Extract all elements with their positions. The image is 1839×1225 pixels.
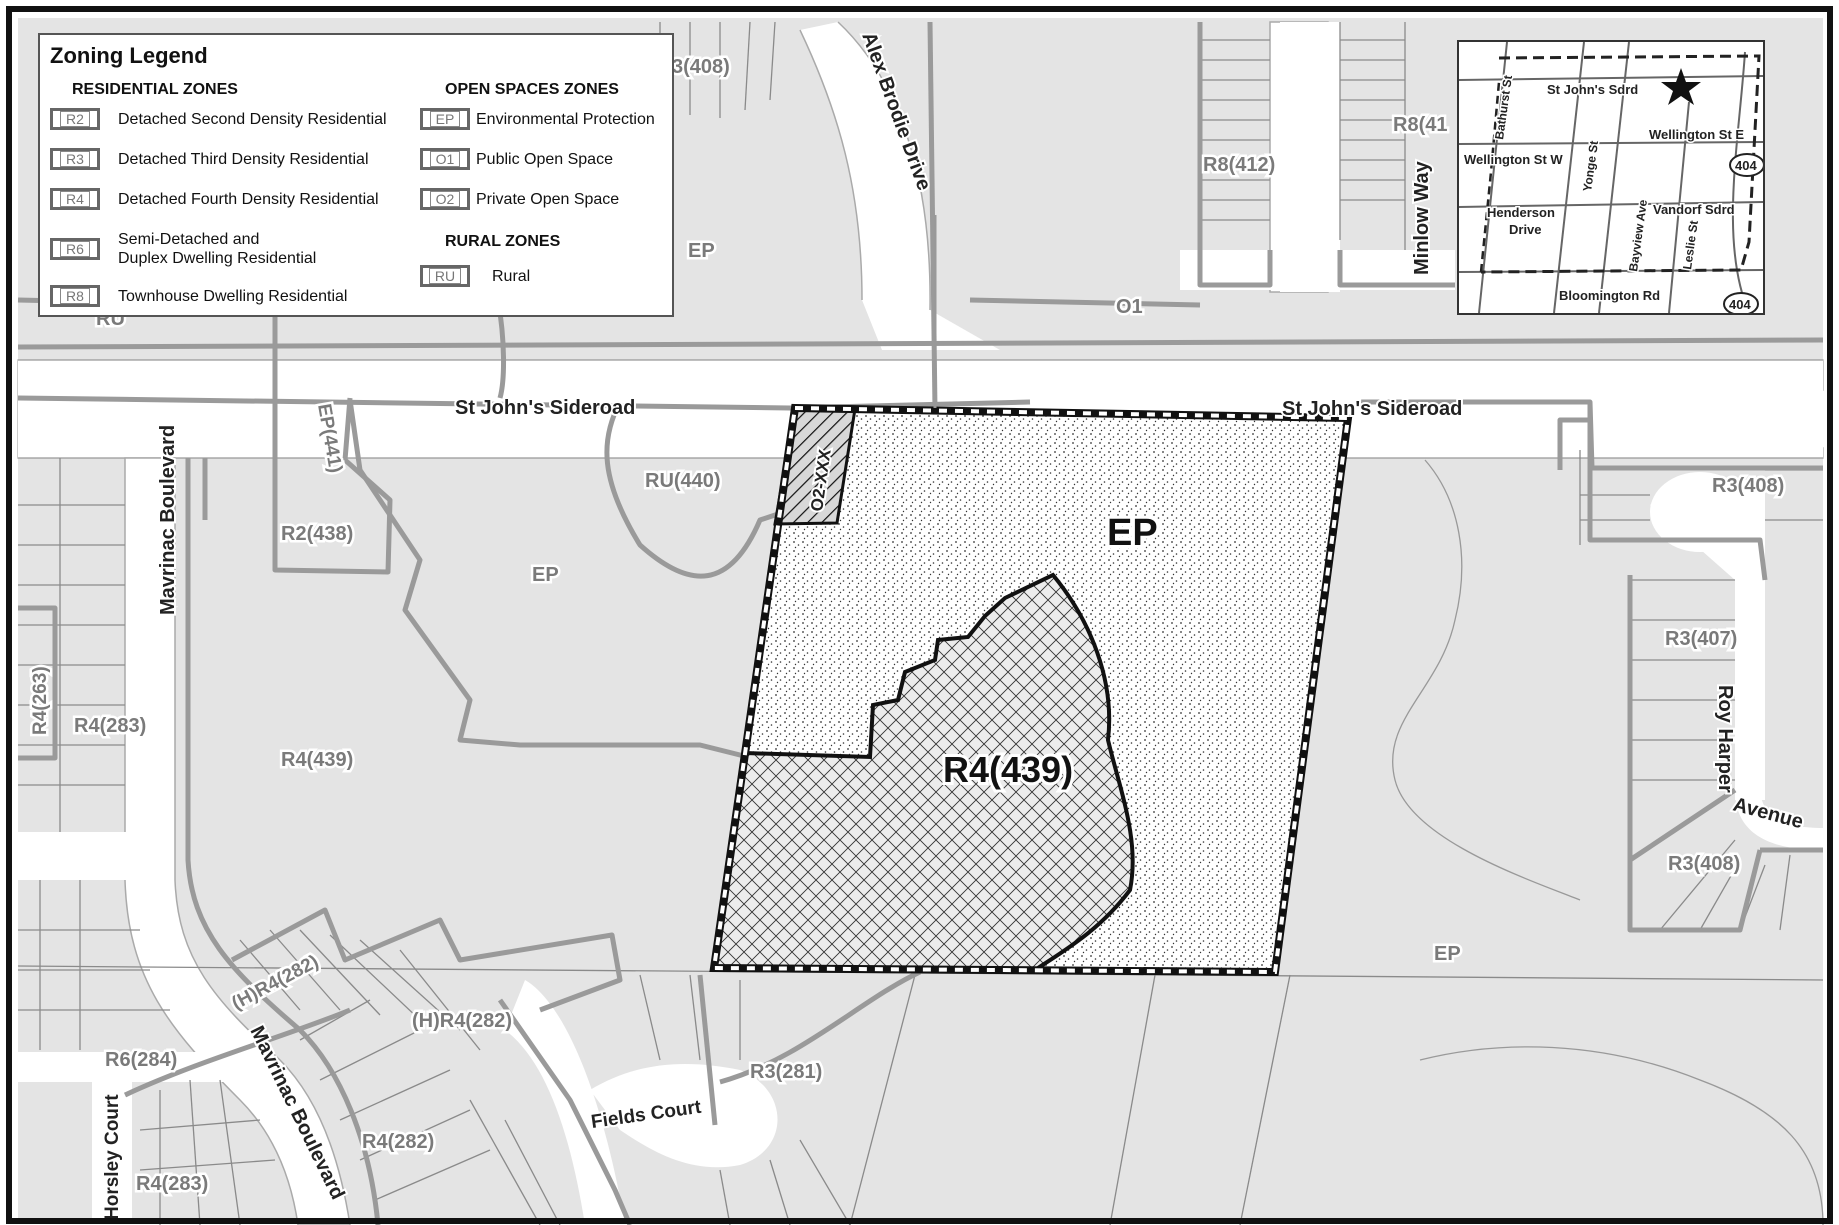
zone-label-r2-438: R2(438) <box>281 523 353 545</box>
zone-label-r8-41: R8(41 <box>1393 114 1447 136</box>
inset-label-wellington-w: Wellington St W <box>1464 152 1563 167</box>
inset-label-404-bottom: 404 <box>1729 297 1751 312</box>
zone-label-r4-439-left: R4(439) <box>281 749 353 771</box>
legend-swatch: R6 <box>50 238 100 260</box>
legend-item-o2: O2 Private Open Space <box>420 188 619 210</box>
zone-label-r8-412: R8(412) <box>1203 154 1275 176</box>
zone-label-r3-407: R3(407) <box>1665 628 1737 650</box>
inset-label-vandorf: Vandorf Sdrd <box>1653 202 1735 217</box>
inset-label-henderson: Henderson <box>1487 205 1555 220</box>
zone-label-r3-281: R3(281) <box>750 1061 822 1083</box>
zone-label-ep-right: EP <box>1434 943 1461 965</box>
legend-swatch: R3 <box>50 148 100 170</box>
legend-item-r2: R2 Detached Second Density Residential <box>50 108 387 130</box>
legend-residential-heading: RESIDENTIAL ZONES <box>72 81 238 98</box>
inset-label-yonge: Yonge St <box>1580 140 1601 193</box>
road-label-minlow-way: Minlow Way <box>1411 160 1433 275</box>
zone-label-r4-283-bottom: R4(283) <box>136 1173 208 1195</box>
inset-label-drive: Drive <box>1509 222 1542 237</box>
legend-swatch: RU <box>420 265 470 287</box>
legend-swatch: R8 <box>50 285 100 307</box>
zone-label-o1: O1 <box>1116 296 1143 318</box>
subject-parcel-r4-zone <box>711 572 1135 973</box>
inset-label-404-top: 404 <box>1735 158 1757 173</box>
road-label-mavrinac-north: Mavrinac Boulevard <box>157 425 179 615</box>
inset-label-leslie: Leslie St <box>1680 220 1701 271</box>
road-label-st-johns-east: St John's Sideroad <box>1282 398 1462 420</box>
legend-rural-heading: RURAL ZONES <box>445 233 561 250</box>
zone-label-ep-top: EP <box>688 240 715 262</box>
zone-label-subject-r4: R4(439) <box>943 749 1073 790</box>
legend-swatch: O1 <box>420 148 470 170</box>
zone-label-ru-440: RU(440) <box>645 470 721 492</box>
zoning-legend: Zoning Legend RESIDENTIAL ZONES OPEN SPA… <box>38 33 674 317</box>
alex-brodie-drive-surface <box>800 22 1000 350</box>
fields-court-surface <box>505 980 778 1225</box>
zone-label-r4-263: R4(263) <box>30 666 51 735</box>
zone-label-subject-ep: EP <box>1107 512 1158 554</box>
inset-label-bayview: Bayview Ave <box>1626 198 1650 272</box>
zone-label-r4-282: R4(282) <box>362 1131 434 1153</box>
zone-label-h-r4-282-b: (H)R4(282) <box>412 1010 512 1032</box>
legend-item-ep: EP Environmental Protection <box>420 108 655 130</box>
inset-label-st-johns: St John's Sdrd <box>1547 82 1638 97</box>
legend-swatch: R2 <box>50 108 100 130</box>
road-label-roy-harper: Roy Harper <box>1714 685 1736 793</box>
zone-label-ep-left: EP <box>532 564 559 586</box>
mavrinac-boulevard-surface <box>124 457 351 1225</box>
legend-open-heading: OPEN SPACES ZONES <box>445 81 619 98</box>
zone-label-r3-408-lower: R3(408) <box>1668 853 1740 875</box>
legend-title: Zoning Legend <box>50 43 208 68</box>
legend-swatch: EP <box>420 108 470 130</box>
legend-item-r3: R3 Detached Third Density Residential <box>50 148 369 170</box>
road-label-horsley-court: Horsley Court <box>102 1094 123 1220</box>
zone-label-r3-408-right: R3(408) <box>1712 475 1784 497</box>
zone-label-r6-284: R6(284) <box>105 1049 177 1071</box>
legend-swatch: R4 <box>50 188 100 210</box>
legend-item-r8: R8 Townhouse Dwelling Residential <box>50 285 347 307</box>
zone-label-r3-408-top: 3(408) <box>672 56 730 78</box>
lot-lines <box>17 21 1824 1225</box>
legend-item-o1: O1 Public Open Space <box>420 148 613 170</box>
inset-label-wellington-e: Wellington St E <box>1649 127 1744 142</box>
inset-label-bathurst: Bathurst St <box>1492 74 1515 140</box>
road-label-st-johns-west: St John's Sideroad <box>455 397 635 419</box>
legend-swatch: O2 <box>420 188 470 210</box>
key-map: St John's Sdrd Wellington St E Wellingto… <box>1458 41 1765 316</box>
zone-label-r4-283-left: R4(283) <box>74 715 146 737</box>
legend-item-ru: RU Rural <box>420 265 530 287</box>
inset-label-bloomington: Bloomington Rd <box>1559 288 1660 303</box>
legend-item-r4: R4 Detached Fourth Density Residential <box>50 188 379 210</box>
key-map-inset: St John's Sdrd Wellington St E Wellingto… <box>1457 40 1765 316</box>
